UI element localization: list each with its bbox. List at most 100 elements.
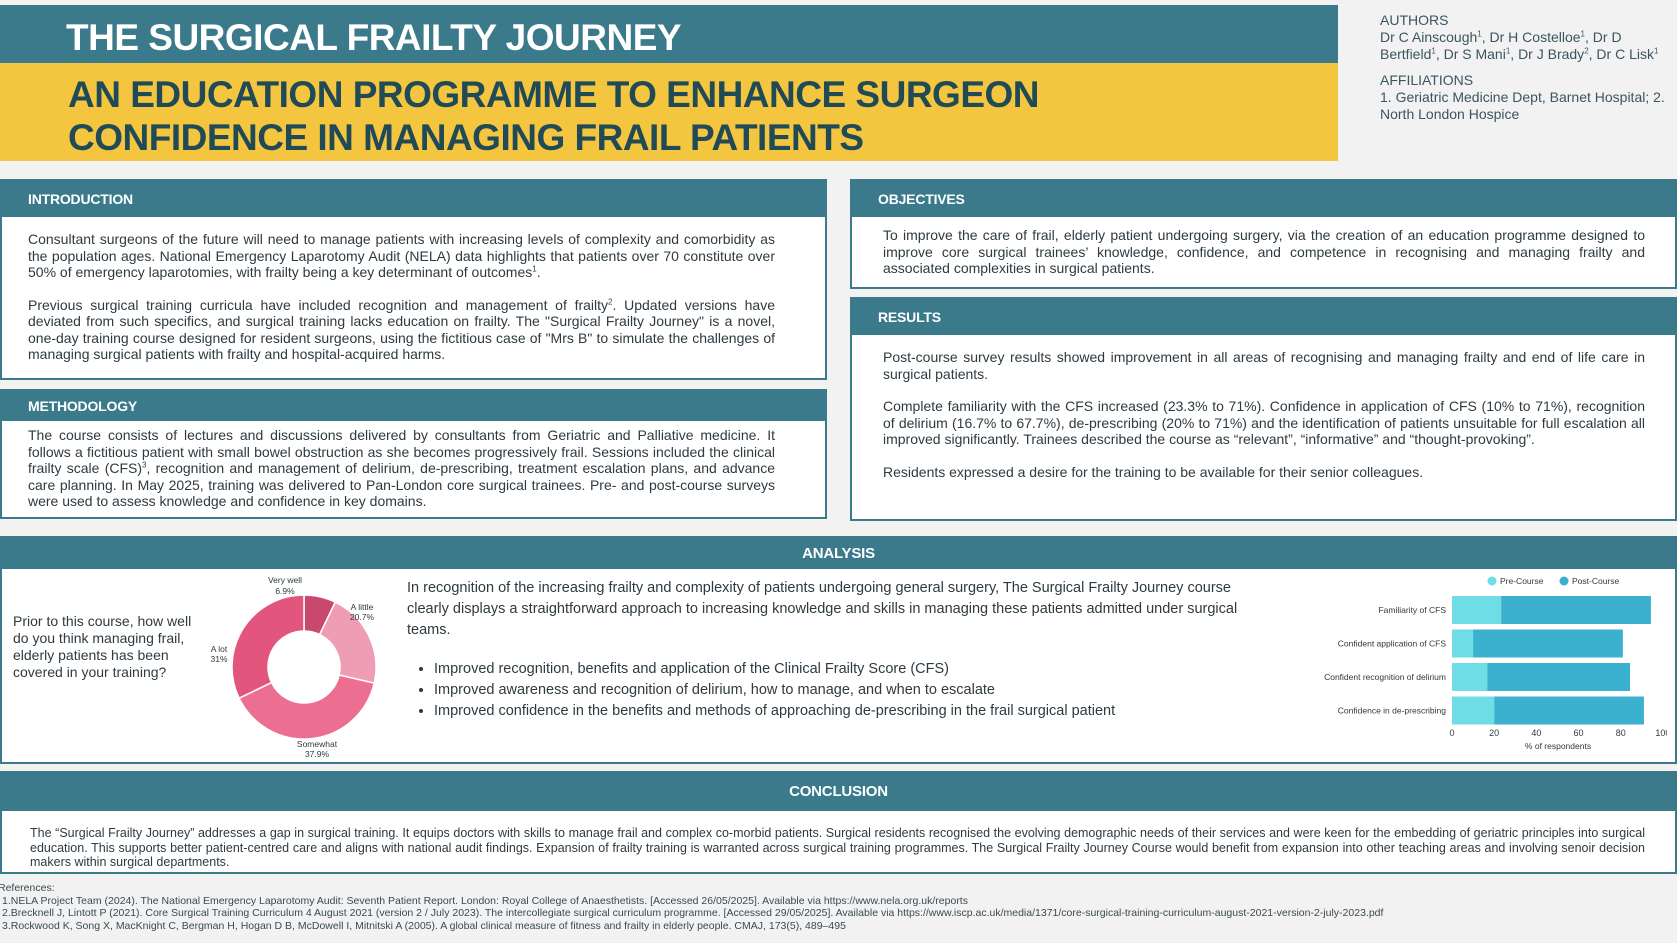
slice-value-label: 20.7%	[350, 612, 375, 622]
author: Dr D Bertfield	[1380, 29, 1622, 62]
x-axis-label: % of respondents	[1525, 741, 1591, 751]
results-panel: RESULTS Post-course survey results showe…	[850, 297, 1677, 521]
subtitle-line-2: CONFIDENCE IN MANAGING FRAIL PATIENTS	[68, 117, 864, 158]
introduction-paragraph: Consultant surgeons of the future will n…	[28, 231, 775, 281]
results-paragraph: Residents expressed a desire for the tra…	[883, 463, 1424, 480]
survey-question: Prior to this course, how well do you th…	[13, 613, 192, 680]
donut-slice	[231, 594, 305, 700]
intro-text: Consultant surgeons of the future will n…	[28, 231, 775, 280]
author: Dr C Ainscough	[1380, 29, 1478, 45]
poster-subtitle: AN EDUCATION PROGRAMME TO ENHANCE SURGEO…	[68, 73, 1040, 159]
methodology-heading: METHODOLOGY	[2, 391, 825, 421]
intro-text: . Updated versions have deviated from su…	[28, 296, 776, 363]
conclusion-paragraph: The “Surgical Frailty Journey” addresses…	[30, 826, 1645, 869]
citation-marker: 3	[142, 460, 147, 470]
results-paragraph: Complete familiarity with the CFS increa…	[883, 398, 1645, 447]
analysis-bullet: Improved awareness and recognition of de…	[434, 680, 1274, 701]
x-tick-label: 60	[1574, 728, 1584, 738]
affiliations-heading: AFFILIATIONS	[1380, 72, 1474, 88]
author-aff: 1	[1580, 29, 1585, 39]
bar-segment	[1494, 696, 1644, 725]
bar-segment	[1452, 663, 1488, 691]
bar-segment	[1452, 696, 1495, 725]
bar-segment	[1452, 596, 1502, 624]
bar-category-label: Confident recognition of delirium	[1324, 672, 1446, 682]
x-tick-label: 40	[1531, 728, 1541, 738]
method-text: The course consists of lectures and disc…	[28, 427, 775, 476]
bar-segment	[1473, 629, 1623, 658]
analysis-bullet: Improved confidence in the benefits and …	[434, 701, 1274, 722]
legend-label: Pre-Course	[1500, 576, 1544, 586]
citation-marker: 2	[608, 296, 613, 306]
slice-value-label: 31%	[210, 654, 227, 664]
references-heading: References:	[0, 882, 55, 894]
objectives-heading: OBJECTIVES	[852, 181, 1675, 217]
analysis-heading: ANALYSIS	[2, 538, 1675, 569]
analysis-bullet: Improved recognition, benefits and appli…	[434, 659, 1274, 680]
bar-segment	[1487, 663, 1631, 691]
conclusion-body: The “Surgical Frailty Journey” addresses…	[2, 811, 1675, 870]
references-block: References: 1.NELA Project Team (2024). …	[0, 882, 1675, 932]
author: Dr H Costelloe	[1489, 29, 1581, 45]
slice-category-label: Somewhat	[297, 739, 338, 749]
analysis-paragraph: In recognition of the increasing frailty…	[407, 580, 1238, 638]
reference-item: 1.NELA Project Team (2024). The National…	[2, 894, 968, 907]
subtitle-line-1: AN EDUCATION PROGRAMME TO ENHANCE SURGEO…	[68, 74, 1040, 115]
author: Dr S Mani	[1443, 46, 1506, 62]
analysis-panel: ANALYSIS Prior to this course, how well …	[0, 536, 1677, 764]
slice-value-label: 37.9%	[305, 749, 330, 758]
author: Dr J Brady	[1518, 46, 1585, 62]
x-tick-label: 80	[1616, 728, 1626, 738]
analysis-bullet-list: Improved recognition, benefits and appli…	[434, 659, 1274, 722]
analysis-text-block: In recognition of the increasing frailty…	[407, 578, 1274, 722]
introduction-body: Consultant surgeons of the future will n…	[2, 217, 825, 363]
bar-segment	[1501, 596, 1651, 624]
slice-category-label: A little	[351, 602, 374, 612]
bar-category-label: Confident application of CFS	[1338, 639, 1447, 649]
legend-label: Post-Course	[1572, 576, 1620, 586]
author-aff: 1	[1505, 46, 1511, 56]
method-text: , recognition and management of delirium…	[28, 460, 775, 509]
affiliations-text: 1. Geriatric Medicine Dept, Barnet Hospi…	[1380, 89, 1665, 122]
introduction-panel: INTRODUCTION Consultant surgeons of the …	[0, 179, 827, 380]
reference-item: 3.Rockwood K, Song X, MacKnight C, Bergm…	[2, 919, 846, 932]
subtitle-banner: AN EDUCATION PROGRAMME TO ENHANCE SURGEO…	[0, 63, 1338, 161]
objectives-panel: OBJECTIVES To improve the care of frail,…	[850, 179, 1677, 289]
slice-value-label: 6.9%	[275, 586, 295, 596]
results-paragraph: Post-course survey results showed improv…	[883, 349, 1645, 382]
author-aff: 1	[1431, 46, 1436, 56]
author-aff: 1	[1653, 46, 1659, 56]
introduction-paragraph: Previous surgical training curricula hav…	[28, 297, 775, 363]
bar-category-label: Confidence in de-prescribing	[1338, 706, 1446, 716]
objectives-paragraph: To improve the care of frail, elderly pa…	[883, 227, 1645, 276]
title-banner: THE SURGICAL FRAILTY JOURNEY	[0, 5, 1338, 63]
legend-swatch	[1487, 576, 1497, 586]
bar-category-label: Familiarity of CFS	[1378, 605, 1446, 615]
results-body: Post-course survey results showed improv…	[852, 335, 1675, 480]
author-aff: 2	[1584, 46, 1589, 56]
authors-block: AUTHORS Dr C Ainscough1, Dr H Costelloe1…	[1380, 12, 1665, 123]
methodology-body: The course consists of lectures and disc…	[2, 421, 825, 510]
author: Dr C Lisk	[1596, 46, 1654, 62]
citation-marker: 1	[532, 264, 537, 274]
x-tick-label: 0	[1449, 728, 1454, 738]
poster-title: THE SURGICAL FRAILTY JOURNEY	[66, 17, 682, 58]
conclusion-panel: CONCLUSION The “Surgical Frailty Journey…	[0, 771, 1677, 874]
results-heading: RESULTS	[852, 299, 1675, 335]
x-tick-label: 100	[1655, 728, 1667, 738]
donut-slice	[238, 674, 376, 740]
legend-swatch	[1559, 576, 1569, 586]
author-aff: 1	[1477, 29, 1482, 39]
authors-list: Dr C Ainscough1, Dr H Costelloe1, Dr D B…	[1380, 29, 1659, 62]
objectives-body: To improve the care of frail, elderly pa…	[852, 217, 1675, 277]
methodology-panel: METHODOLOGY The course consists of lectu…	[0, 389, 827, 519]
slice-category-label: A lot	[211, 644, 228, 654]
slice-category-label: Very well	[268, 575, 302, 585]
x-tick-label: 20	[1489, 728, 1499, 738]
introduction-heading: INTRODUCTION	[2, 181, 825, 217]
intro-text: .	[536, 264, 541, 280]
authors-heading: AUTHORS	[1380, 12, 1449, 28]
methodology-paragraph: The course consists of lectures and disc…	[28, 427, 775, 510]
